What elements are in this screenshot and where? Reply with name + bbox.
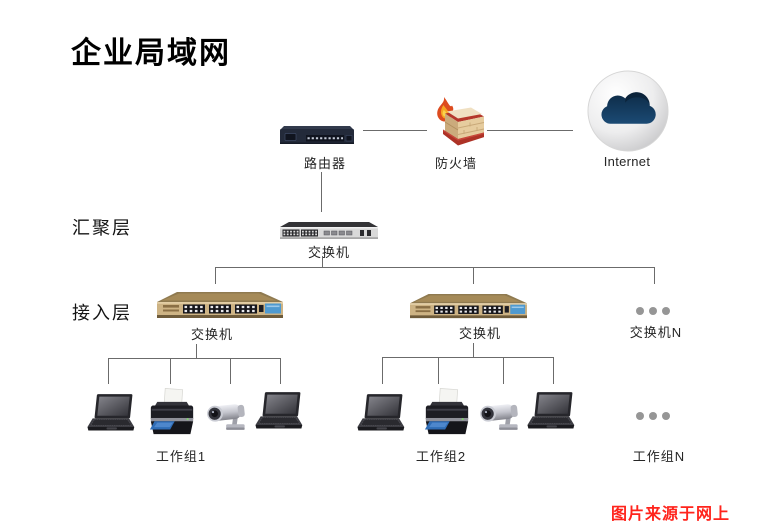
wg1-printer-node [149, 388, 195, 436]
connector-router-firewall [363, 130, 427, 131]
internet-cloud-icon [587, 70, 669, 152]
connector-wg2-camera [503, 357, 504, 384]
access-switch1-label: 交换机 [190, 327, 234, 342]
core-switch-node [280, 222, 378, 241]
access-switch1-icon [157, 292, 283, 320]
workgroup1-label: 工作组1 [155, 449, 207, 464]
workgroup2-label: 工作组2 [415, 449, 467, 464]
connector-firewall-internet [487, 130, 573, 131]
ellipsis-dots-icon [635, 306, 671, 316]
connector-wg2-printer [438, 357, 439, 384]
connector-wg1-camera [230, 358, 231, 384]
wg2-laptop2-node [524, 392, 576, 432]
connector-switch1-wg1bus [196, 344, 197, 358]
connector-router-coreswitch [321, 172, 322, 212]
router-icon [280, 126, 354, 146]
access-switchN-node [635, 306, 671, 316]
connector-wg1-printer [170, 358, 171, 384]
connector-wg1-laptop1 [108, 358, 109, 384]
firewall-label: 防火墙 [434, 156, 478, 171]
connector-wg2-laptop1 [382, 357, 383, 384]
ellipsis-dots-icon [635, 411, 671, 421]
access-switch2-label: 交换机 [458, 326, 502, 341]
wg1-laptop1-node [84, 394, 136, 434]
layer-label-aggregation: 汇聚层 [72, 218, 132, 238]
laptop-icon [84, 394, 136, 434]
internet-label: Internet [603, 154, 651, 169]
router-node [280, 126, 354, 146]
core-switch-label: 交换机 [307, 245, 351, 260]
connector-aggregation-bus [215, 267, 655, 268]
security-camera-icon [477, 397, 525, 434]
router-label: 路由器 [303, 156, 347, 171]
connector-coreswitch-bus [322, 256, 323, 268]
connector-switch2-wg2bus [473, 343, 474, 357]
image-source-watermark: 图片来源于网上 [611, 506, 731, 523]
connector-bus-switchN [654, 267, 655, 284]
internet-node [587, 70, 669, 152]
access-switch2-icon [410, 294, 527, 320]
firewall-icon [430, 97, 484, 147]
wg2-camera-node [477, 397, 525, 434]
laptop-icon [252, 392, 304, 432]
workgroupN-node [635, 411, 671, 421]
security-camera-icon [204, 397, 252, 434]
connector-bus-switch1 [215, 267, 216, 284]
connector-workgroup2-bus [382, 357, 553, 358]
access-switchN-label: 交换机N [629, 325, 683, 340]
connector-bus-switch2 [473, 267, 474, 284]
laptop-icon [354, 394, 406, 434]
printer-icon [149, 388, 195, 436]
connector-wg2-laptop2 [553, 357, 554, 384]
core-switch-icon [280, 222, 378, 241]
connector-wg1-laptop2 [280, 358, 281, 384]
wg2-laptop1-node [354, 394, 406, 434]
printer-icon [424, 388, 470, 436]
laptop-icon [524, 392, 576, 432]
firewall-node [430, 97, 484, 147]
wg1-camera-node [204, 397, 252, 434]
wg2-printer-node [424, 388, 470, 436]
access-switch1-node [157, 292, 283, 320]
access-switch2-node [410, 294, 527, 320]
diagram-title: 企业局域网 [71, 37, 231, 70]
wg1-laptop2-node [252, 392, 304, 432]
workgroupN-label: 工作组N [632, 449, 686, 464]
layer-label-access: 接入层 [72, 303, 132, 323]
connector-workgroup1-bus [108, 358, 281, 359]
